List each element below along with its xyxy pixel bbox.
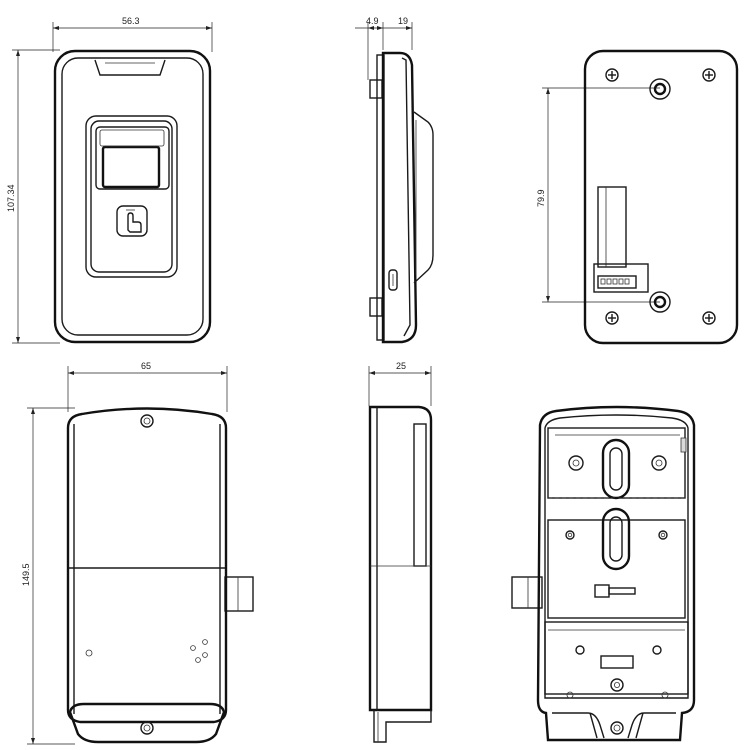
back-view-lock-body <box>511 405 696 742</box>
dim-side-offset: 4.9 <box>366 16 379 26</box>
front-view-lock-body: 65 149.5 <box>21 361 254 745</box>
dim-body-height: 149.5 <box>21 563 31 586</box>
side-view-fingerprint-panel: 4.9 19 <box>355 16 434 344</box>
dim-back-hole-spacing: 79.9 <box>536 189 546 207</box>
side-view-lock-body: 25 <box>368 361 433 743</box>
touch-hand-icon[interactable] <box>116 205 148 237</box>
dim-body-depth: 25 <box>396 361 406 371</box>
dim-front-height: 107.34 <box>6 184 16 212</box>
dim-side-depth: 19 <box>398 16 408 26</box>
back-view-fingerprint-panel: 79.9 <box>536 49 739 345</box>
dim-body-width: 65 <box>141 361 151 371</box>
front-view-fingerprint-panel: 56.3 107.34 <box>6 16 213 344</box>
dim-front-width: 56.3 <box>122 16 140 26</box>
